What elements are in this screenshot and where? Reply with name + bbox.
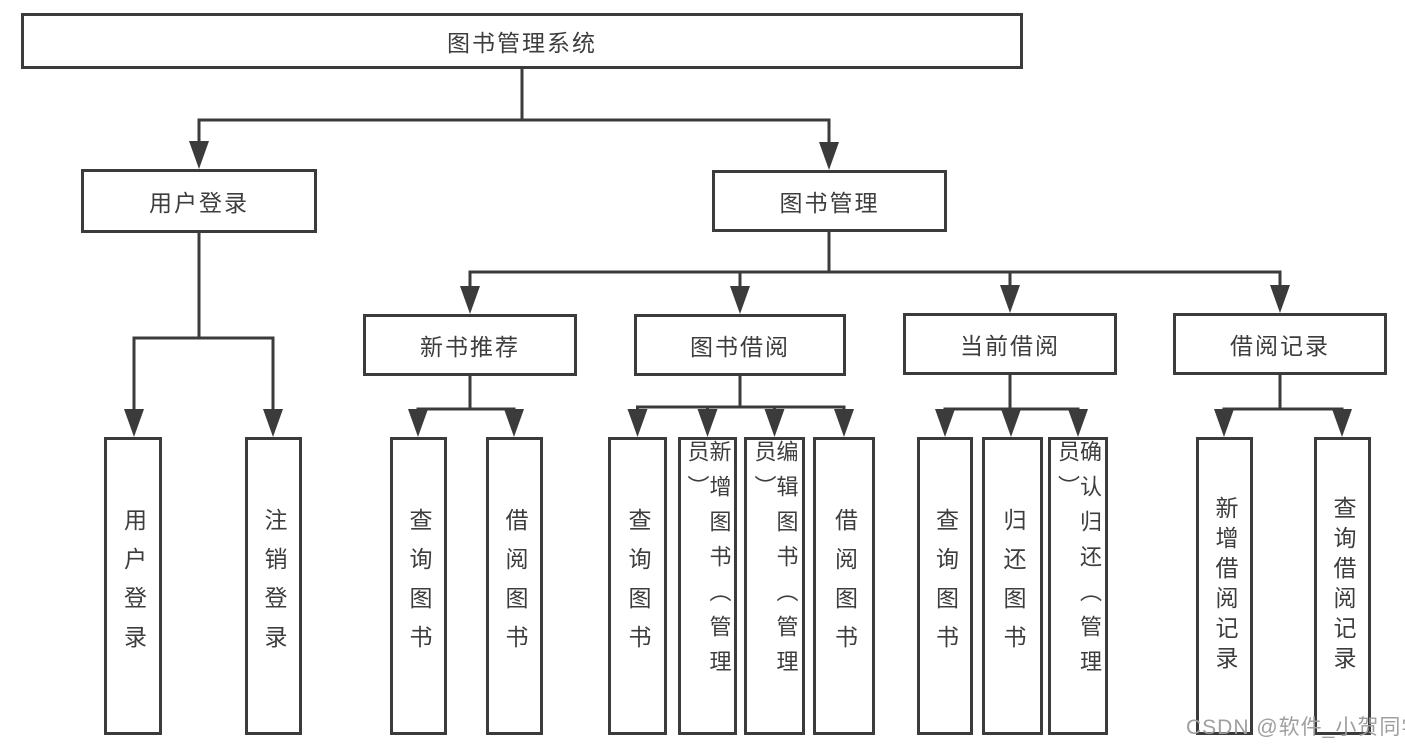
leaf-return-books: 归还图书 [982,437,1043,735]
leaf-query-books-recommend: 查询图书 [390,437,447,735]
leaf-query-borrow-record: 查询借阅记录 [1314,437,1371,735]
node-label: 借阅记录 [1230,333,1330,359]
leaf-label: 编辑图书（管理员） [751,440,799,685]
node-book-management: 图书管理 [712,170,947,232]
node-library-management-system: 图书管理系统 [21,13,1023,69]
leaf-label: 查询图书 [625,508,651,664]
node-borrowing-records: 借阅记录 [1173,313,1387,375]
node-label: 当前借阅 [960,333,1060,359]
node-label: 用户登录 [149,190,249,216]
leaf-label: 确认归还（管理员） [1055,440,1102,685]
leaf-label: 查询借阅记录 [1330,496,1356,676]
leaf-query-books-borrowing: 查询图书 [608,437,667,735]
leaf-logout-login: 注销登录 [245,437,302,735]
node-label: 图书管理系统 [447,30,597,56]
leaf-label: 注销登录 [261,508,287,664]
leaf-label: 用户登录 [120,508,147,664]
leaf-user-login: 用户登录 [104,437,162,735]
node-label: 新书推荐 [420,334,520,360]
leaf-borrow-books-borrowing: 借阅图书 [813,437,875,735]
node-current-borrowing: 当前借阅 [903,313,1117,375]
leaf-edit-books-admin: 编辑图书（管理员） [744,437,805,735]
leaf-label: 借阅图书 [831,508,858,664]
leaf-label: 归还图书 [1000,508,1026,664]
node-new-book-recommendation: 新书推荐 [363,314,577,376]
leaf-query-books-current: 查询图书 [917,437,973,735]
watermark-text: CSDN @软件_小贺同学 [1186,716,1405,739]
node-label: 图书借阅 [690,334,790,360]
leaf-borrow-books-recommend: 借阅图书 [486,437,543,735]
arrowhead-icons [124,141,1352,437]
leaf-label: 查询图书 [406,508,432,664]
leaf-confirm-return-admin: 确认归还（管理员） [1048,437,1108,735]
leaf-add-borrow-record: 新增借阅记录 [1196,437,1253,735]
node-user-login: 用户登录 [81,169,317,233]
leaf-label: 新增图书（管理员） [684,440,732,685]
node-label: 图书管理 [779,190,880,216]
leaf-label: 查询图书 [932,508,959,664]
leaf-label: 新增借阅记录 [1212,496,1238,676]
node-book-borrowing: 图书借阅 [634,314,846,376]
leaf-add-books-admin: 新增图书（管理员） [678,437,737,735]
leaf-label: 借阅图书 [502,508,528,664]
